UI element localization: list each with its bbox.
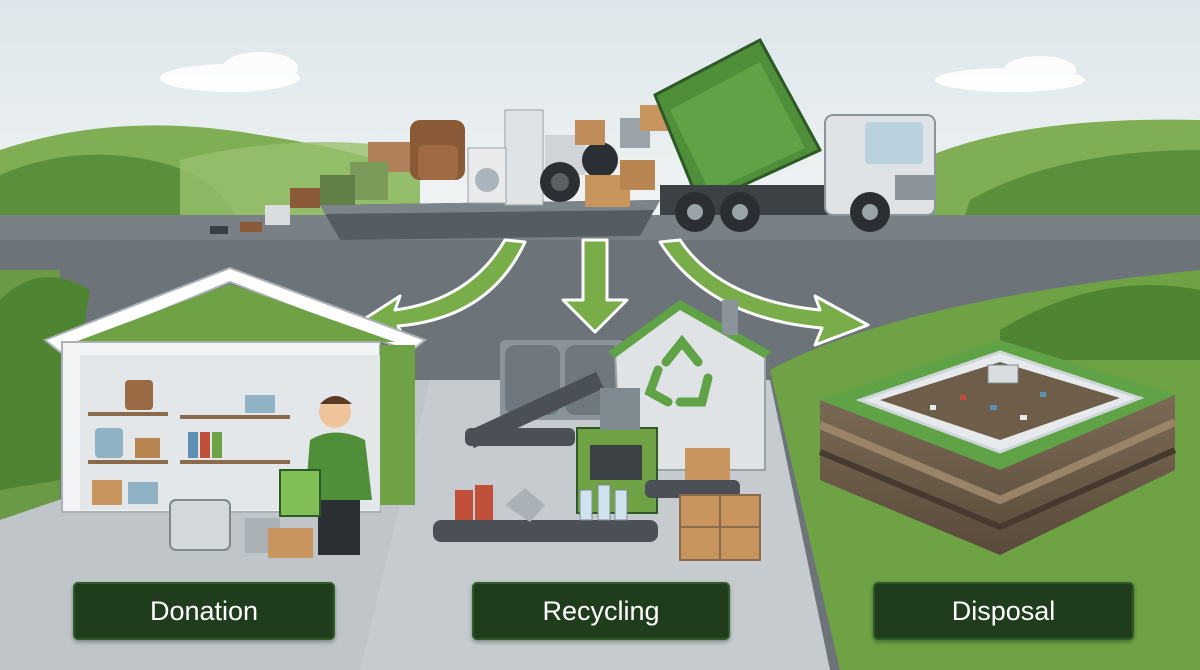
right-trees [960, 150, 1200, 230]
clouds [160, 52, 1085, 92]
landfill [818, 340, 1177, 555]
junk-pile [210, 105, 668, 234]
dump-truck-icon [653, 37, 936, 232]
recycle-symbol-icon [644, 334, 713, 407]
recycling-label: Recycling [472, 582, 730, 640]
disposal-label: Disposal [873, 582, 1134, 640]
recycling-facility [433, 300, 772, 561]
arrow-to-disposal [658, 238, 870, 347]
donation-label: Donation [73, 582, 335, 640]
arrow-to-recycling [561, 238, 629, 334]
flow-arrows [353, 238, 870, 347]
donation-center [43, 266, 428, 558]
